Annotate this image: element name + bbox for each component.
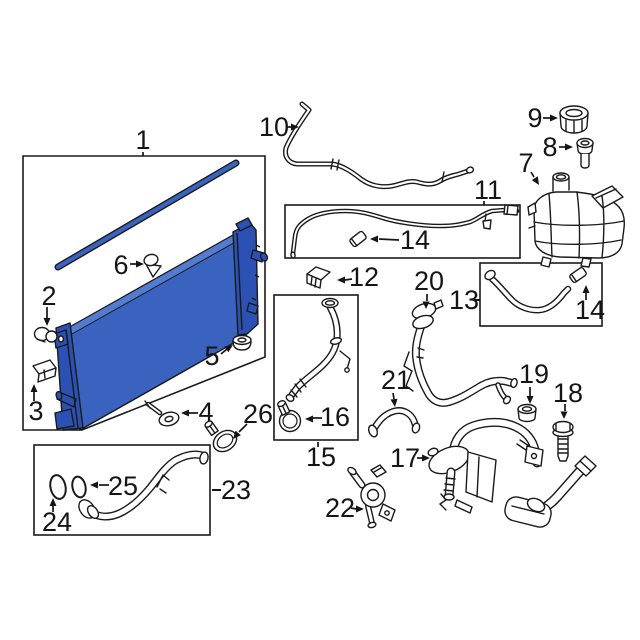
part-7-coolant-reservoir bbox=[527, 172, 626, 268]
callout-26-label: 26 bbox=[243, 399, 273, 429]
part-21-hose bbox=[367, 407, 421, 438]
callout-15-label: 15 bbox=[306, 442, 336, 472]
callout-8: 8 bbox=[542, 132, 573, 162]
callout-14a-label: 14 bbox=[400, 225, 430, 255]
callout-17-label: 17 bbox=[390, 443, 420, 473]
callouts: 1 2 3 4 5 6 7 bbox=[28, 103, 605, 537]
radiator-left-tank bbox=[53, 322, 84, 431]
part-2-push-nut bbox=[33, 326, 58, 343]
part-3-bracket bbox=[32, 359, 57, 383]
callout-19: 19 bbox=[519, 359, 549, 404]
callout-7: 7 bbox=[518, 148, 539, 185]
radiator-right-tank bbox=[232, 217, 269, 336]
callout-7-label: 7 bbox=[518, 148, 533, 178]
callout-5: 5 bbox=[204, 341, 233, 371]
callout-3-label: 3 bbox=[28, 396, 43, 426]
callout-1-label: 1 bbox=[135, 125, 150, 155]
radiator-seal-strip bbox=[54, 159, 240, 271]
callout-16-label: 16 bbox=[320, 402, 350, 432]
box-part-15-16 bbox=[273, 294, 359, 441]
part-25-o-ring bbox=[71, 475, 87, 499]
part-6-push-rivet bbox=[143, 253, 162, 278]
part-14-connector-a bbox=[349, 230, 367, 248]
callout-9: 9 bbox=[527, 103, 558, 133]
part-17-hose-assembly bbox=[427, 417, 597, 528]
part-23-lower-hose bbox=[78, 450, 209, 521]
callout-1: 1 bbox=[135, 125, 151, 156]
callout-18-label: 18 bbox=[553, 378, 583, 408]
callout-6-label: 6 bbox=[113, 250, 128, 280]
callout-22-label: 22 bbox=[325, 493, 355, 523]
callout-10-label: 10 bbox=[259, 112, 289, 142]
part-11-vent-tube bbox=[290, 204, 520, 259]
part-12-bracket-clip bbox=[306, 266, 331, 289]
part-8-level-sensor bbox=[576, 137, 594, 169]
box-part-23-25 bbox=[33, 444, 211, 536]
callout-22: 22 bbox=[325, 493, 364, 523]
callout-6: 6 bbox=[113, 250, 144, 280]
callout-23: 23 bbox=[212, 475, 251, 505]
part-26-hose-clamp bbox=[204, 420, 238, 453]
callout-25-label: 25 bbox=[108, 471, 138, 501]
hose-23-spring-clamp bbox=[156, 474, 170, 494]
callout-26: 26 bbox=[233, 399, 273, 439]
callout-21: 21 bbox=[381, 365, 411, 407]
callout-20: 20 bbox=[414, 266, 444, 309]
callout-12: 12 bbox=[337, 262, 379, 292]
part-16-hose-clamp bbox=[276, 400, 302, 433]
callout-24: 24 bbox=[42, 498, 72, 537]
callout-12-label: 12 bbox=[349, 262, 379, 292]
callout-4: 4 bbox=[181, 397, 214, 427]
callout-11-label: 11 bbox=[474, 175, 502, 205]
part-22-water-outlet bbox=[347, 464, 396, 529]
callout-20-label: 20 bbox=[414, 266, 444, 296]
part-15-hose bbox=[285, 297, 351, 402]
callout-4-label: 4 bbox=[198, 397, 213, 427]
part-14-connector-b bbox=[569, 267, 587, 283]
part-1-radiator bbox=[53, 159, 269, 431]
callout-14b: 14 bbox=[575, 285, 605, 325]
callout-14a: 14 bbox=[370, 225, 430, 255]
callout-19-label: 19 bbox=[519, 359, 549, 389]
hose-15-ribs bbox=[290, 378, 307, 398]
callout-17: 17 bbox=[390, 443, 430, 473]
callout-15: 15 bbox=[306, 442, 336, 472]
callout-16: 16 bbox=[305, 402, 350, 432]
callout-10: 10 bbox=[259, 112, 299, 142]
part-18-bolt bbox=[552, 420, 574, 462]
callout-9-label: 9 bbox=[527, 103, 542, 133]
part-9-reservoir-cap bbox=[559, 105, 589, 134]
callout-25: 25 bbox=[90, 471, 138, 501]
callout-11: 11 bbox=[474, 175, 502, 205]
hose-20-bracket-rod bbox=[403, 351, 414, 392]
callout-8-label: 8 bbox=[542, 132, 557, 162]
callout-23-label: 23 bbox=[221, 475, 251, 505]
group-boxes bbox=[22, 155, 603, 536]
callout-13: 13 bbox=[449, 285, 480, 315]
callout-14b-label: 14 bbox=[575, 295, 605, 325]
callout-21-label: 21 bbox=[381, 365, 411, 395]
hose-10-connector-marks bbox=[330, 158, 445, 183]
part-13-hose bbox=[484, 269, 572, 314]
part-5-drain-plug bbox=[232, 334, 252, 351]
callout-5-label: 5 bbox=[204, 341, 219, 371]
callout-2: 2 bbox=[41, 281, 57, 326]
part-4-pin-screw bbox=[144, 400, 180, 427]
callout-24-label: 24 bbox=[42, 507, 72, 537]
callout-2-label: 2 bbox=[41, 281, 56, 311]
box-part-11 bbox=[284, 204, 521, 259]
callout-3: 3 bbox=[28, 384, 44, 426]
part-19-grommet-nut bbox=[517, 403, 537, 423]
callout-18: 18 bbox=[553, 378, 583, 419]
part-10-overflow-hose bbox=[283, 101, 475, 190]
box-part-1 bbox=[22, 155, 266, 431]
part-24-o-ring bbox=[49, 474, 67, 500]
part-20-hose bbox=[403, 299, 518, 407]
